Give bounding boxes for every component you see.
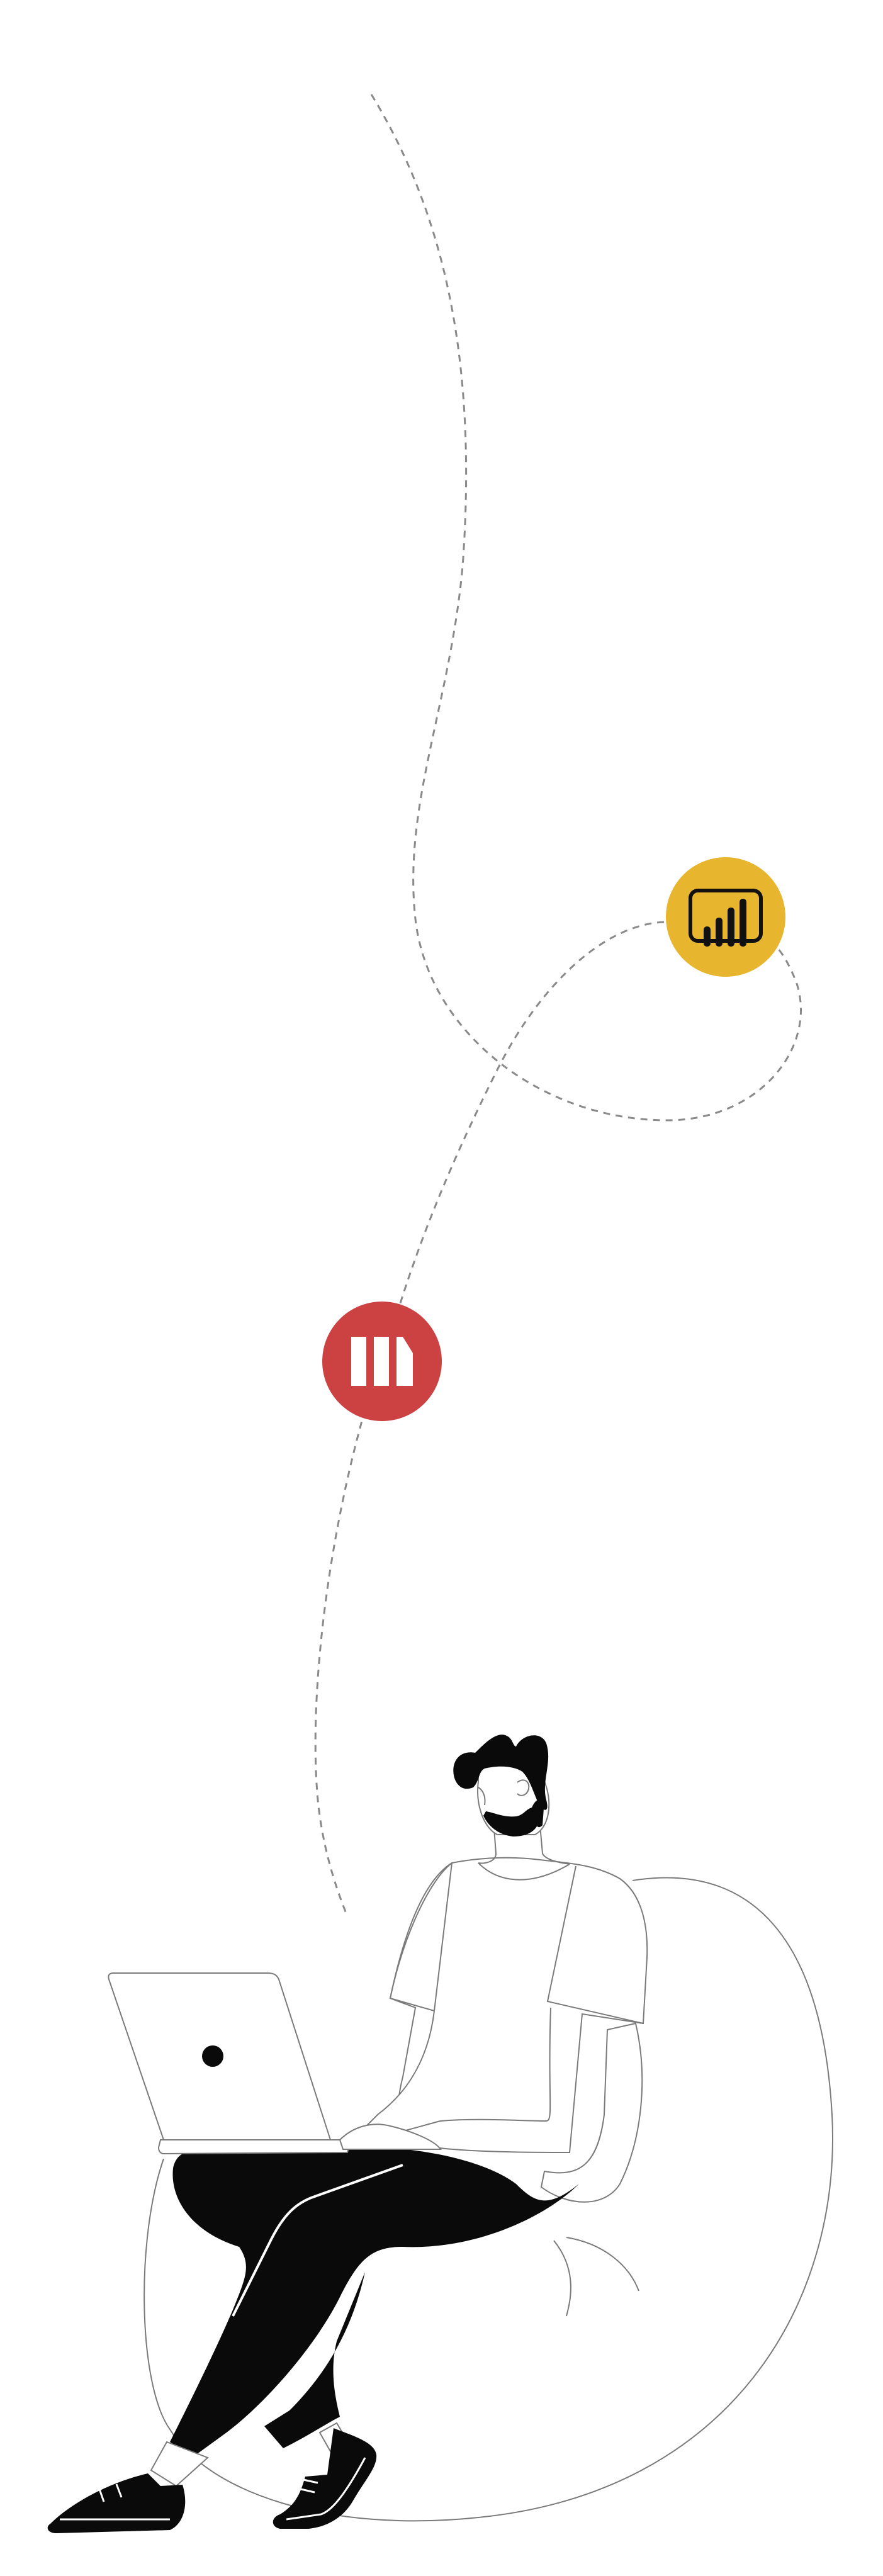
bean-bag-crease-2 [566, 2237, 639, 2292]
bean-bag-crease-1 [553, 2240, 571, 2317]
person-pants-highlight-lower [273, 2368, 316, 2412]
person-hair [453, 1735, 549, 1810]
red-badge-bar-3 [397, 1337, 413, 1386]
person-shoe-left-stripe [60, 2483, 170, 2521]
power-bi-bar-2 [716, 918, 723, 947]
power-bi-bar-4 [740, 899, 746, 947]
person-neck [478, 1825, 570, 1865]
power-bi-bar-1 [704, 926, 711, 947]
bean-bag-outline [143, 1877, 833, 2522]
laptop-logo [202, 2045, 223, 2067]
dashed-path-loop [395, 921, 665, 1316]
person-sideburn [532, 1799, 544, 1828]
dashed-path-lower [314, 1409, 366, 1914]
person-pants-back-leg [264, 2272, 365, 2448]
red-app-logo-icon [322, 1302, 442, 1421]
red-badge-bar-2 [374, 1337, 389, 1386]
red-badge-bar-1 [351, 1337, 366, 1386]
person-front-arm [351, 2007, 551, 2141]
person-ear [517, 1779, 530, 1796]
person-pants [170, 2146, 579, 2458]
power-bi-bar-3 [728, 908, 734, 947]
person-shirt-collar [478, 1862, 570, 1881]
bean-bag-chair [143, 1877, 833, 2522]
power-bi-logo-icon [666, 857, 785, 977]
power-bi-badge-circle [666, 857, 785, 977]
person-shoe-right-stripe [286, 2457, 366, 2521]
person-nose-cheek [478, 1787, 486, 1806]
laptop-icon [108, 1972, 442, 2155]
person-with-laptop-illustration [47, 1735, 648, 2533]
person-shirt-sleeve-left [389, 1862, 453, 2012]
person-hand-on-laptop [339, 2123, 442, 2150]
person-knee-highlight [232, 2164, 403, 2317]
person-shoe-right [273, 2428, 377, 2529]
laptop-base [157, 2139, 351, 2155]
person-back-arm [540, 2022, 643, 2203]
power-bi-frame [689, 889, 763, 943]
person-beard [483, 1807, 541, 1836]
person-shoe-left [47, 2473, 186, 2533]
person-shirt-sleeve-right [546, 1865, 644, 2024]
dashed-path [314, 94, 802, 1914]
